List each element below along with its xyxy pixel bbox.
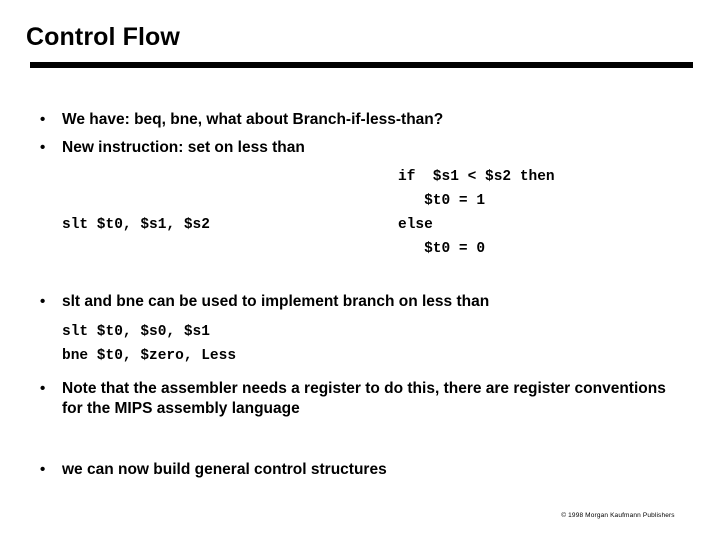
code-instruction-slt: slt $t0, $s1, $s2 xyxy=(62,217,210,233)
bullet-marker: • xyxy=(40,293,46,310)
title-divider xyxy=(30,62,693,68)
list-item-label: slt and bne can be used to implement bra… xyxy=(62,293,490,310)
bullet-marker: • xyxy=(40,111,46,128)
list-item-label: we can now build general control structu… xyxy=(62,461,387,478)
bullet-marker: • xyxy=(40,380,46,397)
list-item: • slt and bne can be used to implement b… xyxy=(40,292,680,312)
list-item-label: Note that the assembler needs a register… xyxy=(62,380,666,417)
copyright-footer: © 1998 Morgan Kaufmann Publishers xyxy=(561,512,675,519)
list-item-label: New instruction: set on less than xyxy=(62,139,305,156)
bullet-marker: • xyxy=(40,461,46,478)
code-branch-sequence: slt $t0, $s0, $s1 bne $t0, $zero, Less xyxy=(62,324,237,364)
list-item: • we can now build general control struc… xyxy=(40,460,680,480)
list-item: • Note that the assembler needs a regist… xyxy=(40,379,680,419)
page-title: Control Flow xyxy=(26,23,180,51)
code-semantics-if-else: if $s1 < $s2 then $t0 = 1 else $t0 = 0 xyxy=(398,169,555,257)
bullet-marker: • xyxy=(40,139,46,156)
list-item: • We have: beq, bne, what about Branch-i… xyxy=(40,110,680,130)
list-item-label: We have: beq, bne, what about Branch-if-… xyxy=(62,111,444,128)
list-item: • New instruction: set on less than xyxy=(40,138,680,158)
